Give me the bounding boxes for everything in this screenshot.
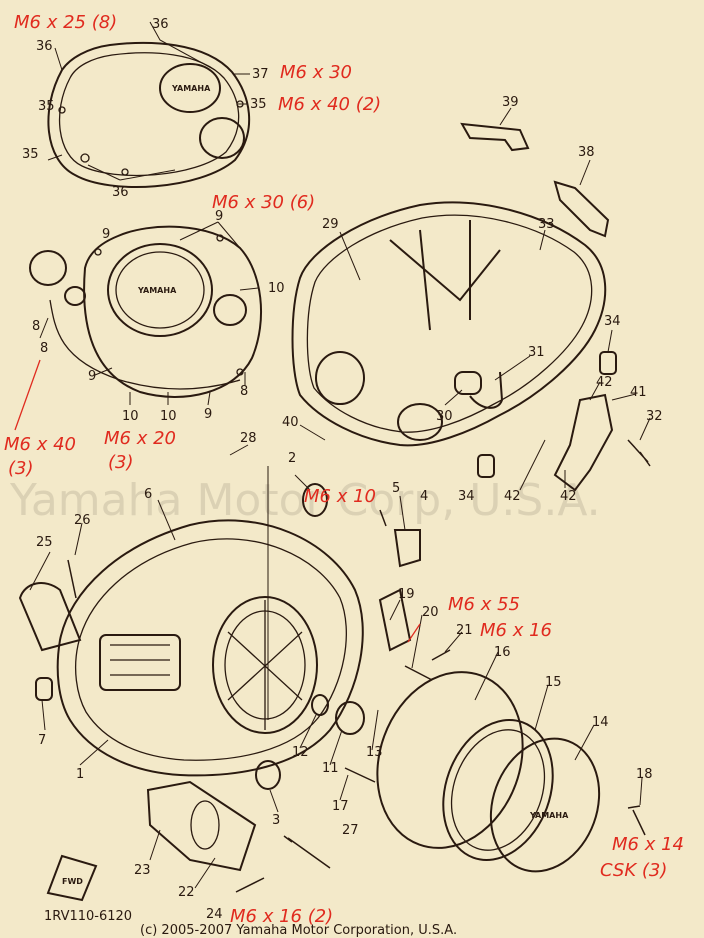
callout-42-lower-right: 42 (560, 489, 577, 504)
callout-35-left: 35 (38, 99, 55, 114)
copyright-text: (c) 2005-2007 Yamaha Motor Corporation, … (140, 923, 457, 938)
callout-31: 31 (528, 345, 545, 360)
bolt-spec-annotations: M6 x 25 (8) M6 x 30 M6 x 40 (2) M6 x 30 … (4, 12, 684, 927)
callout-9-bottom: 9 (204, 407, 212, 422)
callout-7: 7 (38, 733, 46, 748)
callout-36-left: 36 (36, 39, 53, 54)
spec-m6x16-2: M6 x 16 (2) (230, 906, 333, 927)
callout-9-bottom-left: 9 (88, 369, 96, 384)
callout-42-lower-left: 42 (504, 489, 521, 504)
callout-35-bottom: 35 (22, 147, 39, 162)
watermark-text: Yamaha Motor Corp, U.S.A. (9, 475, 601, 526)
callout-26: 26 (74, 513, 91, 528)
callout-22: 22 (178, 885, 195, 900)
callout-21: 21 (456, 623, 473, 638)
spec-m6x30-6: M6 x 30 (6) (212, 192, 315, 213)
generator-cover-assembly: YAMAHA (29, 225, 262, 398)
starter-motor-parts (146, 780, 331, 893)
crankcase-cover-assembly (291, 201, 607, 447)
callout-10-right: 10 (268, 281, 285, 296)
callout-1: 1 (76, 767, 84, 782)
callout-41: 41 (630, 385, 647, 400)
callout-numbers: 36 36 36 35 35 37 35 9 9 9 9 10 10 10 8 … (22, 17, 663, 922)
spec-m6x25-8: M6 x 25 (8) (14, 12, 117, 33)
callout-33: 33 (538, 217, 555, 232)
spec-m6x20-b: (3) (108, 452, 134, 473)
spec-m6x14-a: M6 x 14 (612, 834, 684, 855)
spec-leader-lines (14, 359, 421, 643)
spec-m6x16: M6 x 16 (480, 620, 552, 641)
cover-logo-yamaha-middle: YAMAHA (137, 286, 177, 295)
clutch-cover-gasket-assembly: YAMAHA (47, 41, 251, 188)
callout-5: 5 (392, 481, 400, 496)
callout-20: 20 (422, 605, 439, 620)
callout-24: 24 (206, 907, 223, 922)
spec-m6x40-a: M6 x 40 (4, 434, 76, 455)
callout-8-left: 8 (32, 319, 40, 334)
callout-42-upper: 42 (596, 375, 613, 390)
callout-12: 12 (292, 745, 309, 760)
callout-36-bottom: 36 (112, 185, 129, 200)
spec-m6x55: M6 x 55 (448, 594, 520, 615)
callout-16: 16 (494, 645, 511, 660)
callout-6: 6 (144, 487, 152, 502)
callout-10-bottom-2: 10 (160, 409, 177, 424)
callout-3: 3 (272, 813, 280, 828)
callout-8-right: 8 (240, 384, 248, 399)
cover-logo-yamaha-bottom: YAMAHA (529, 811, 569, 820)
callout-18: 18 (636, 767, 653, 782)
bolts (67, 509, 451, 783)
callout-32: 32 (646, 409, 663, 424)
callout-38: 38 (578, 145, 595, 160)
spec-m6x10: M6 x 10 (304, 486, 376, 507)
diagram-code: 1RV110-6120 (44, 909, 132, 924)
callout-25: 25 (36, 535, 53, 550)
spec-m6x40-b: (3) (8, 458, 34, 479)
callout-30: 30 (436, 409, 453, 424)
leader-lines (29, 21, 651, 889)
callout-9-top: 9 (215, 209, 223, 224)
spec-m6x20-a: M6 x 20 (104, 428, 176, 449)
spec-m6x14-b: CSK (3) (600, 860, 667, 881)
callout-14: 14 (592, 715, 609, 730)
left-crankcase-assembly (18, 519, 364, 777)
bracket-parts-38-39 (460, 122, 610, 238)
callout-34-upper: 34 (604, 314, 621, 329)
callout-15: 15 (545, 675, 562, 690)
outer-cover-assembly: YAMAHA (376, 671, 646, 873)
callout-13: 13 (366, 745, 383, 760)
callout-34-lower: 34 (458, 489, 475, 504)
cover-logo-yamaha-top: YAMAHA (171, 84, 211, 93)
callout-39: 39 (502, 95, 519, 110)
spec-m6x30: M6 x 30 (280, 62, 352, 83)
callout-40: 40 (282, 415, 299, 430)
callout-2: 2 (288, 451, 296, 466)
callout-19: 19 (398, 587, 415, 602)
callout-36-top: 36 (152, 17, 169, 32)
callout-17: 17 (332, 799, 349, 814)
callout-35-right: 35 (250, 97, 267, 112)
callout-10-bottom-1: 10 (122, 409, 139, 424)
callout-11: 11 (322, 761, 339, 776)
callout-27: 27 (342, 823, 359, 838)
callout-37: 37 (252, 67, 269, 82)
spec-m6x40-2: M6 x 40 (2) (278, 94, 381, 115)
callout-8-lower: 8 (40, 341, 48, 356)
callout-4: 4 (420, 489, 428, 504)
callout-29: 29 (322, 217, 339, 232)
callout-23: 23 (134, 863, 151, 878)
callout-9-left: 9 (102, 227, 110, 242)
callout-28: 28 (240, 431, 257, 446)
fwd-arrow-icon: FWD (46, 854, 98, 902)
lever-parts-41-42 (477, 351, 651, 492)
fwd-label: FWD (62, 877, 83, 886)
